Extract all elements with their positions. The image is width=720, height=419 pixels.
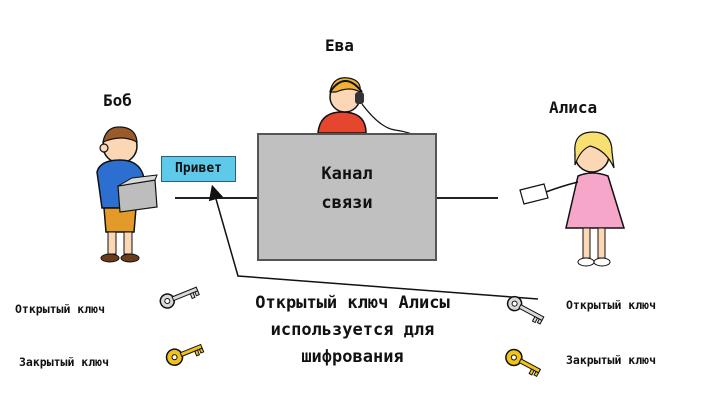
channel-label: Канал связи — [257, 160, 437, 218]
encryption-arrow — [208, 184, 539, 300]
silver-key-icon — [159, 286, 200, 309]
alice-label: Алиса — [549, 98, 598, 117]
caption-line3: шифрования — [301, 347, 404, 367]
gold-key-icon — [505, 348, 542, 378]
caption-line1: Открытый ключ Алисы — [255, 293, 450, 313]
channel-box — [257, 133, 437, 261]
channel-label-line2: связи — [321, 193, 373, 213]
bob-public-key-label: Открытый ключ — [15, 302, 106, 316]
encryption-caption: Открытый ключ Алисы используется для шиф… — [215, 290, 490, 371]
bob-label: Боб — [103, 91, 132, 110]
bob-private-key-label: Закрытый ключ — [19, 355, 110, 369]
message-box: Привет — [161, 156, 236, 182]
eve-figure — [317, 77, 421, 139]
channel-label-line1: Канал — [321, 164, 373, 184]
alice-private-key-label: Закрытый ключ — [566, 353, 657, 367]
alice-public-key-label: Открытый ключ — [566, 298, 657, 312]
bob-figure — [96, 126, 158, 263]
gold-key-icon — [165, 343, 205, 366]
alice-figure — [519, 131, 626, 267]
caption-line2: используется для — [270, 320, 435, 340]
eve-label: Ева — [325, 36, 354, 55]
silver-key-icon — [506, 295, 545, 325]
